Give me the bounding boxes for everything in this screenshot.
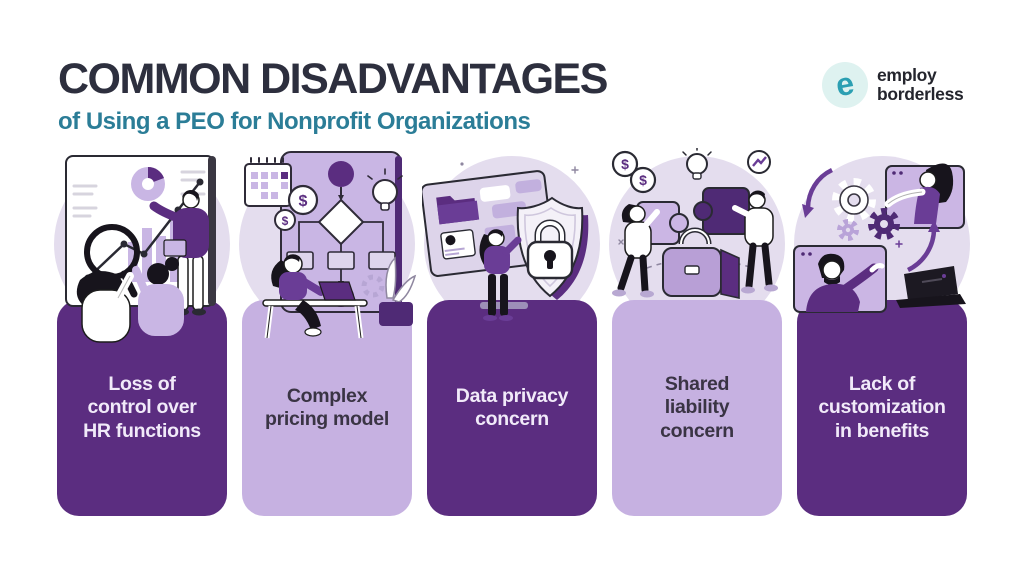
svg-text:$: $ <box>639 172 647 188</box>
card-loss-of-control: Loss of control over HR functions <box>57 300 227 516</box>
screens-gears-exchange-illustration <box>793 163 966 313</box>
pricing-flowchart-illustration: $ $ <box>244 151 417 339</box>
page-subtitle: of Using a PEO for Nonprofit Organizatio… <box>58 108 531 135</box>
svg-text:$: $ <box>282 214 289 228</box>
card-label: Loss of control over HR functions <box>83 372 201 442</box>
logo-e-glyph: e <box>833 65 857 104</box>
employ-borderless-e-icon: e <box>822 62 868 108</box>
card-complex-pricing: Complex pricing model <box>242 300 412 516</box>
card-shared-liability: Shared liability concern <box>612 300 782 516</box>
svg-text:$: $ <box>621 156 629 172</box>
svg-text:$: $ <box>299 193 308 210</box>
card-label: Lack of customization in benefits <box>818 372 946 442</box>
shield-padlock-illustration <box>422 162 589 321</box>
svg-text:e: e <box>833 65 857 104</box>
hr-analytics-magnifier-illustration <box>65 155 216 343</box>
card-column-data-privacy: Data privacy concern <box>422 148 600 520</box>
brand-name: employ borderless <box>877 64 964 105</box>
card-column-loss-of-control: Loss of control over HR functions <box>54 148 230 520</box>
brand-name-line1: employ <box>877 64 937 85</box>
card-column-lack-customization: Lack of customization in benefits <box>793 148 970 520</box>
card-column-shared-liability: Shared liability concern $ $ <box>609 148 785 520</box>
card-label: Shared liability concern <box>660 372 734 442</box>
card-column-complex-pricing: Complex pricing model <box>239 148 417 520</box>
header: COMMON DISADVANTAGES of Using a PEO for … <box>58 55 608 135</box>
card-lack-customization: Lack of customization in benefits <box>797 300 967 516</box>
card-data-privacy: Data privacy concern <box>427 300 597 516</box>
page-title: COMMON DISADVANTAGES <box>58 55 608 103</box>
brand-name-line2: borderless <box>877 84 964 104</box>
card-label: Data privacy concern <box>455 384 569 430</box>
brand-logo: e employ borderless <box>822 62 964 108</box>
puzzle-briefcase-illustration: $ $ <box>611 148 778 299</box>
card-label: Complex pricing model <box>265 384 389 430</box>
